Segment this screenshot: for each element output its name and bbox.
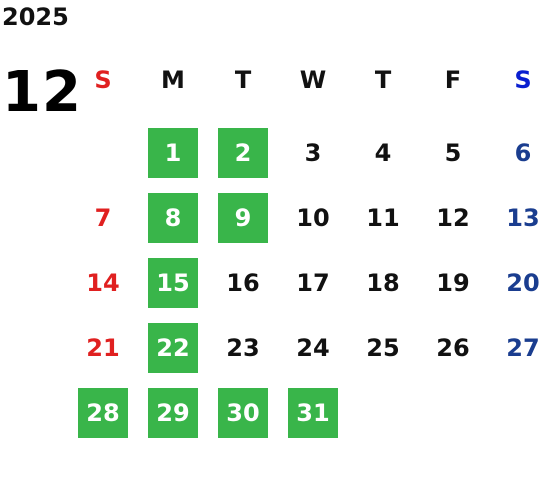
day-number-18: 18 — [366, 268, 400, 297]
day-cell[interactable]: 10 — [278, 185, 348, 250]
day-number-29: 29 — [148, 387, 198, 438]
day-cell[interactable]: 15 — [138, 250, 208, 315]
day-cell[interactable]: 9 — [208, 185, 278, 250]
day-cell[interactable]: 24 — [278, 315, 348, 380]
day-number-26: 26 — [436, 333, 470, 362]
day-cell[interactable]: 20 — [488, 250, 548, 315]
day-number-16: 16 — [226, 268, 260, 297]
day-cell[interactable]: 7 — [68, 185, 138, 250]
day-cell[interactable]: 8 — [138, 185, 208, 250]
day-number-5: 5 — [444, 138, 462, 167]
day-cell[interactable]: 13 — [488, 185, 548, 250]
day-number-8: 8 — [148, 192, 198, 243]
day-number-3: 3 — [304, 138, 322, 167]
day-cell[interactable]: 3 — [278, 120, 348, 185]
empty-cell — [68, 120, 138, 185]
day-number-30: 30 — [218, 387, 268, 438]
weekday-1: M — [161, 66, 185, 94]
day-cell[interactable]: 22 — [138, 315, 208, 380]
weekday-2: T — [234, 66, 252, 94]
weekday-6: S — [514, 66, 532, 94]
day-number-12: 12 — [436, 203, 470, 232]
day-number-25: 25 — [366, 333, 400, 362]
day-number-7: 7 — [94, 203, 112, 232]
day-cell[interactable]: 2 — [208, 120, 278, 185]
day-number-9: 9 — [218, 192, 268, 243]
day-cell[interactable]: 12 — [418, 185, 488, 250]
day-number-15: 15 — [148, 257, 198, 308]
day-cell[interactable]: 21 — [68, 315, 138, 380]
day-number-4: 4 — [374, 138, 392, 167]
day-cell[interactable]: 5 — [418, 120, 488, 185]
year-label: 2025 — [2, 3, 69, 31]
month-label: 12 — [2, 60, 82, 125]
day-cell[interactable]: 25 — [348, 315, 418, 380]
day-number-27: 27 — [506, 333, 540, 362]
day-number-24: 24 — [296, 333, 330, 362]
day-number-22: 22 — [148, 322, 198, 373]
day-number-19: 19 — [436, 268, 470, 297]
day-cell[interactable]: 27 — [488, 315, 548, 380]
day-cell[interactable]: 28 — [68, 380, 138, 445]
day-number-14: 14 — [86, 268, 120, 297]
day-number-23: 23 — [226, 333, 260, 362]
day-cell[interactable]: 16 — [208, 250, 278, 315]
day-number-20: 20 — [506, 268, 540, 297]
day-cell[interactable]: 18 — [348, 250, 418, 315]
weekday-0: S — [94, 66, 112, 94]
day-number-28: 28 — [78, 387, 128, 438]
day-cell[interactable]: 14 — [68, 250, 138, 315]
weekday-5: F — [444, 66, 462, 94]
day-number-2: 2 — [218, 127, 268, 178]
day-number-31: 31 — [288, 387, 338, 438]
day-number-13: 13 — [506, 203, 540, 232]
day-cell[interactable]: 30 — [208, 380, 278, 445]
weekday-3: W — [299, 66, 327, 94]
day-cell[interactable]: 11 — [348, 185, 418, 250]
weekday-4: T — [374, 66, 392, 94]
day-number-6: 6 — [514, 138, 532, 167]
day-cell[interactable]: 17 — [278, 250, 348, 315]
day-cell[interactable]: 31 — [278, 380, 348, 445]
day-cell[interactable]: 4 — [348, 120, 418, 185]
day-number-21: 21 — [86, 333, 120, 362]
day-cell[interactable]: 6 — [488, 120, 548, 185]
day-number-10: 10 — [296, 203, 330, 232]
day-number-11: 11 — [366, 203, 400, 232]
day-cell[interactable]: 26 — [418, 315, 488, 380]
day-cell[interactable]: 1 — [138, 120, 208, 185]
day-number-1: 1 — [148, 127, 198, 178]
day-number-17: 17 — [296, 268, 330, 297]
day-cell[interactable]: 23 — [208, 315, 278, 380]
day-cell[interactable]: 19 — [418, 250, 488, 315]
day-cell[interactable]: 29 — [138, 380, 208, 445]
